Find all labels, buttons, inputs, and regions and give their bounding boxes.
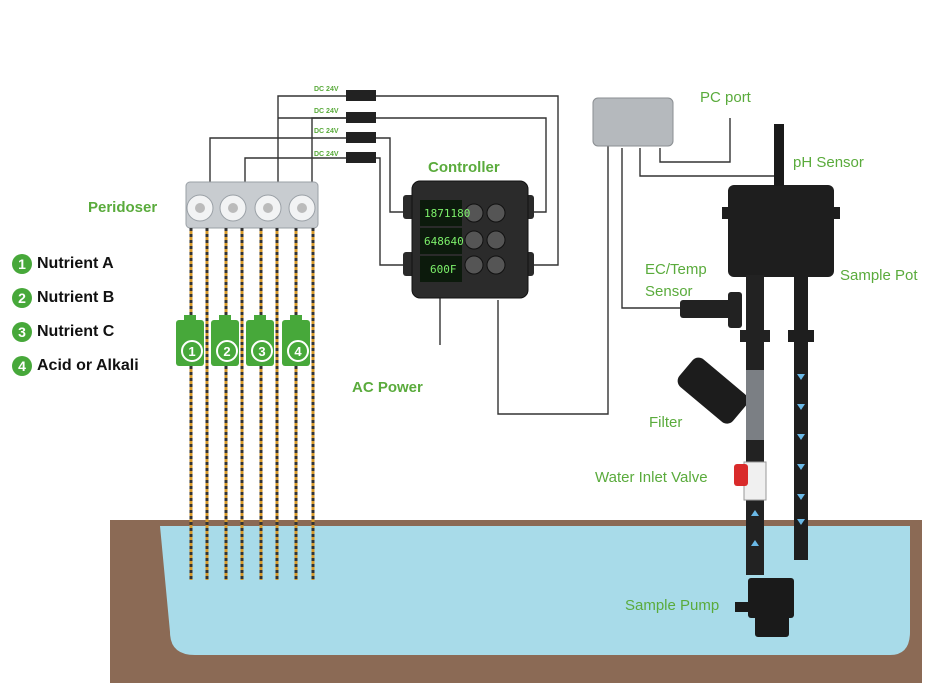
- label-controller: Controller: [428, 159, 500, 176]
- power-tag-2: DC 24V: [314, 108, 339, 115]
- power-tag-3: DC 24V: [314, 128, 339, 135]
- pc-port-hub: [592, 97, 674, 147]
- legend-item-4: 4 Acid or Alkali: [12, 356, 139, 376]
- label-ec-temp-line2: Sensor: [645, 283, 693, 300]
- pump-head-3: [254, 194, 282, 222]
- pump-head-1: [186, 194, 214, 222]
- sample-pot: [677, 124, 840, 637]
- bottle-2-number: 2: [216, 340, 238, 362]
- controller-unit: [403, 180, 534, 299]
- label-peridoser: Peridoser: [88, 199, 158, 216]
- label-sample-pot: Sample Pot: [840, 267, 918, 284]
- label-ec-temp-line1: EC/Temp: [645, 261, 707, 278]
- power-tags: [346, 90, 376, 163]
- water: [160, 526, 910, 655]
- dosing-tubes: [189, 228, 315, 580]
- legend-item-3: 3 Nutrient C: [12, 322, 114, 342]
- controller-display-3: 600F: [430, 263, 457, 276]
- bottle-1-number: 1: [181, 340, 203, 362]
- legend-number-4: 4: [12, 356, 32, 376]
- legend-number-3: 3: [12, 322, 32, 342]
- bottle-4-number: 4: [287, 340, 309, 362]
- legend-label-4: Acid or Alkali: [37, 357, 139, 374]
- controller-display-2: 648640: [424, 235, 464, 248]
- label-sample-pump: Sample Pump: [625, 597, 720, 614]
- flow-arrows: [751, 374, 805, 546]
- label-ph-sensor: pH Sensor: [793, 154, 864, 171]
- legend-label-2: Nutrient B: [37, 289, 115, 306]
- power-tag-1: DC 24V: [314, 86, 339, 93]
- bottle-3-number: 3: [251, 340, 273, 362]
- power-tag-4: DC 24V: [314, 151, 339, 158]
- legend-label-1: Nutrient A: [37, 255, 114, 272]
- legend-number-1: 1: [12, 254, 32, 274]
- label-pc-port: PC port: [700, 89, 751, 106]
- legend-item-2: 2 Nutrient B: [12, 288, 114, 308]
- legend-number-2: 2: [12, 288, 32, 308]
- label-filter: Filter: [649, 414, 683, 431]
- pump-head-4: [288, 194, 316, 222]
- controller-display-1: 1871180: [424, 207, 471, 220]
- pump-head-2: [219, 194, 247, 222]
- legend-label-3: Nutrient C: [37, 323, 115, 340]
- legend-item-1: 1 Nutrient A: [12, 254, 114, 274]
- peridoser-unit: [185, 181, 319, 229]
- label-ac-power: AC Power: [352, 379, 423, 396]
- label-water-inlet-valve: Water Inlet Valve: [595, 469, 708, 486]
